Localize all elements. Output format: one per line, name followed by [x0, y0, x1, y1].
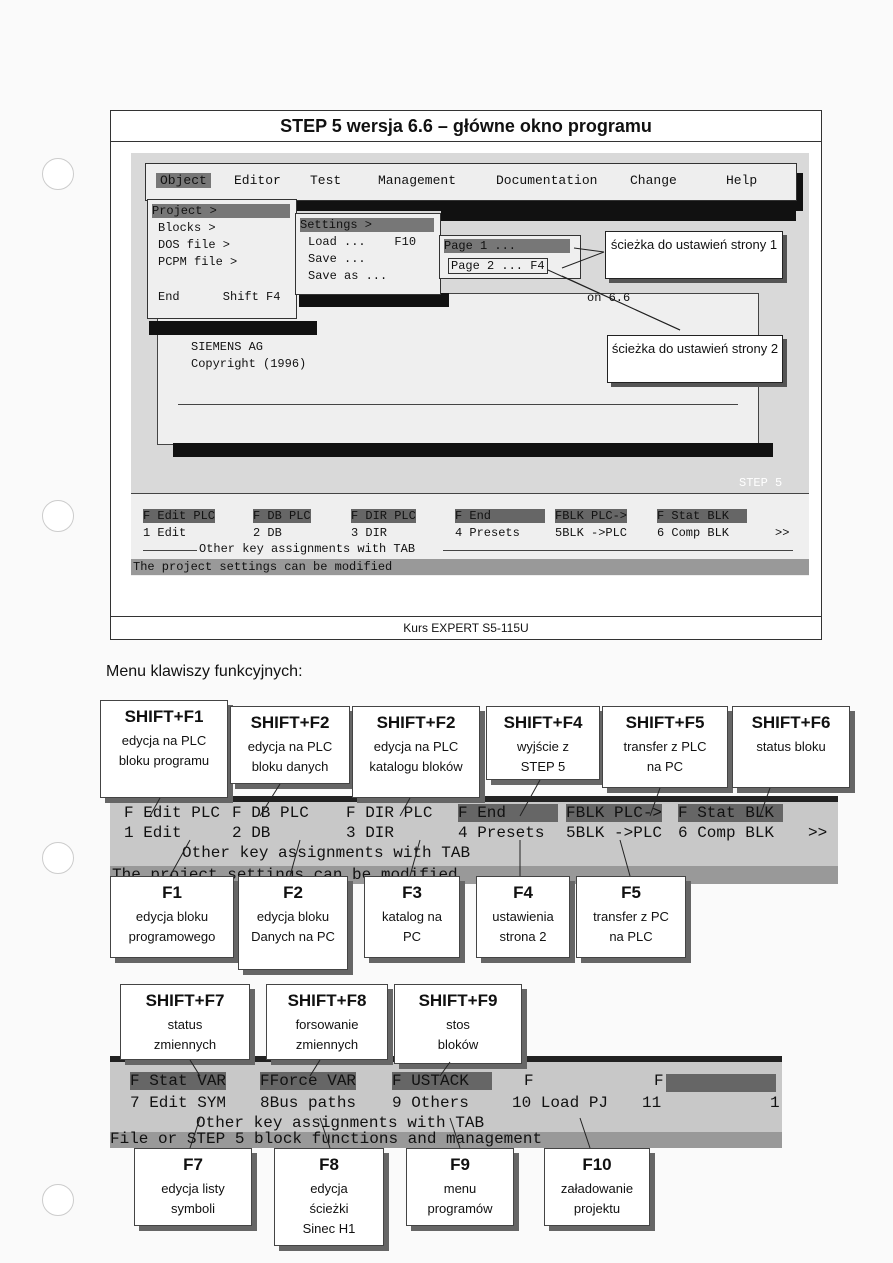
bar1-f5[interactable]: 5BLK ->PLC: [566, 824, 663, 842]
bar2-shift-f7[interactable]: F Stat VAR: [130, 1072, 227, 1090]
bar2-shift-f10[interactable]: F: [524, 1072, 534, 1090]
bar1-more[interactable]: >>: [808, 824, 828, 842]
bar1-f3[interactable]: 3 DIR: [346, 824, 395, 842]
menu-item-load[interactable]: Load ... F10: [308, 235, 417, 249]
section-heading: Menu klawiszy funkcyjnych:: [106, 663, 303, 680]
binder-hole: [42, 158, 74, 190]
menu-item-settings[interactable]: Settings >: [300, 218, 434, 232]
bar2-shift-f11[interactable]: F: [654, 1072, 664, 1090]
bar1-shift-f5[interactable]: FBLK PLC->: [566, 804, 663, 822]
bar2-other: Other key assignments with TAB: [196, 1114, 485, 1132]
menubar: Object Editor Test Management Documentat…: [145, 163, 797, 201]
bar1-shift-f1[interactable]: F Edit PLC: [124, 804, 221, 822]
bar1-shift-f3[interactable]: F DIR PLC: [346, 804, 433, 822]
bar2-f7[interactable]: 7 Edit SYM: [130, 1094, 227, 1112]
fkey-bar-1: F Edit PLC F DB PLC F DIR PLC F End FBLK…: [110, 796, 838, 884]
bar1-f4[interactable]: 4 Presets: [458, 824, 545, 842]
fkey-shift-f4[interactable]: F End: [455, 509, 545, 523]
menu-help[interactable]: Help: [726, 173, 758, 188]
menu-item-blocks[interactable]: Blocks >: [158, 221, 216, 235]
version-text: on 6.6: [587, 291, 631, 305]
bar2-shift-f9[interactable]: F USTACK: [392, 1072, 492, 1090]
fkey-f3[interactable]: 3 DIR: [351, 526, 388, 540]
binder-hole: [42, 500, 74, 532]
bar2-f12[interactable]: 1: [770, 1094, 780, 1112]
bar2-f10[interactable]: 10 Load PJ: [512, 1094, 609, 1112]
project-submenu: Settings > Load ... F10 Save ... Save as…: [295, 213, 441, 295]
bar1-other: Other key assignments with TAB: [182, 844, 471, 862]
fkey-more[interactable]: >>: [775, 526, 790, 540]
menu-change[interactable]: Change: [630, 173, 677, 188]
menu-item-save-as[interactable]: Save as ...: [308, 269, 388, 283]
menu-documentation[interactable]: Documentation: [496, 173, 598, 188]
bar1-shift-f2[interactable]: F DB PLC: [232, 804, 309, 822]
menu-item-page1[interactable]: Page 1 ...: [444, 239, 570, 253]
fkey-other-assignments: Other key assignments with TAB: [199, 542, 416, 556]
fkey-f2[interactable]: 2 DB: [253, 526, 282, 540]
frame-title: STEP 5 wersja 6.6 – główne okno programu: [111, 111, 821, 142]
menu-object[interactable]: Object: [156, 173, 211, 188]
object-dropdown: Project > Blocks > DOS file > PCPM file …: [147, 199, 297, 319]
bar1-f1[interactable]: 1 Edit: [124, 824, 182, 842]
bar2-f8[interactable]: 8Bus paths: [260, 1094, 357, 1112]
menu-item-save[interactable]: Save ...: [308, 252, 366, 266]
menu-item-page2[interactable]: Page 2 ... F4: [448, 258, 548, 274]
fkey-f4[interactable]: 4 Presets: [455, 526, 520, 540]
bar2-f11[interactable]: 11: [642, 1094, 662, 1112]
menu-item-project[interactable]: Project >: [152, 204, 290, 218]
callout-page2: ścieżka do ustawień strony 2: [607, 335, 783, 383]
status-line: The project settings can be modified: [131, 559, 809, 575]
bar1-shift-f6[interactable]: F Stat BLK: [678, 804, 783, 822]
fkey-f6[interactable]: 6 Comp BLK: [657, 526, 730, 540]
bar2-status: File or STEP 5 block functions and manag…: [110, 1130, 543, 1148]
bar1-f2[interactable]: 2 DB: [232, 824, 271, 842]
bar1-f6[interactable]: 6 Comp BLK: [678, 824, 775, 842]
fkey-shift-f2[interactable]: F DB PLC: [253, 509, 311, 523]
fkey-shift-f5[interactable]: FBLK PLC->: [555, 509, 628, 523]
frame-footer: Kurs EXPERT S5-115U: [111, 616, 821, 639]
bar2-shift-f8[interactable]: FForce VAR: [260, 1072, 357, 1090]
fkey-f5[interactable]: 5BLK ->PLC: [555, 526, 628, 540]
fkey-f1[interactable]: 1 Edit: [143, 526, 187, 540]
bar1-shift-f4[interactable]: F End: [458, 804, 558, 822]
menu-editor[interactable]: Editor: [234, 173, 281, 188]
step5-watermark: STEP 5: [739, 476, 783, 490]
fkey-shift-f3[interactable]: F DIR PLC: [351, 509, 416, 523]
settings-submenu: Page 1 ... Page 2 ... F4: [439, 235, 581, 279]
fkey-bar-2: F Stat VAR FForce VAR F USTACK F F 7 Edi…: [110, 1056, 782, 1148]
menu-management[interactable]: Management: [378, 173, 457, 188]
bar2-f9[interactable]: 9 Others: [392, 1094, 469, 1112]
menu-item-pcpm-file[interactable]: PCPM file >: [158, 255, 238, 269]
screenshot-frame: STEP 5 wersja 6.6 – główne okno programu…: [110, 110, 822, 640]
company-text: SIEMENS AG: [191, 340, 264, 354]
binder-hole: [42, 842, 74, 874]
fkey-shift-f1[interactable]: F Edit PLC: [143, 509, 216, 523]
callout-page1: ścieżka do ustawień strony 1: [605, 231, 783, 279]
fkey-shift-f6[interactable]: F Stat BLK: [657, 509, 747, 523]
menu-item-dos-file[interactable]: DOS file >: [158, 238, 231, 252]
copyright-text: Copyright (1996): [191, 357, 307, 371]
binder-hole: [42, 1184, 74, 1216]
menu-test[interactable]: Test: [310, 173, 342, 188]
menu-item-end[interactable]: End Shift F4: [158, 290, 281, 304]
